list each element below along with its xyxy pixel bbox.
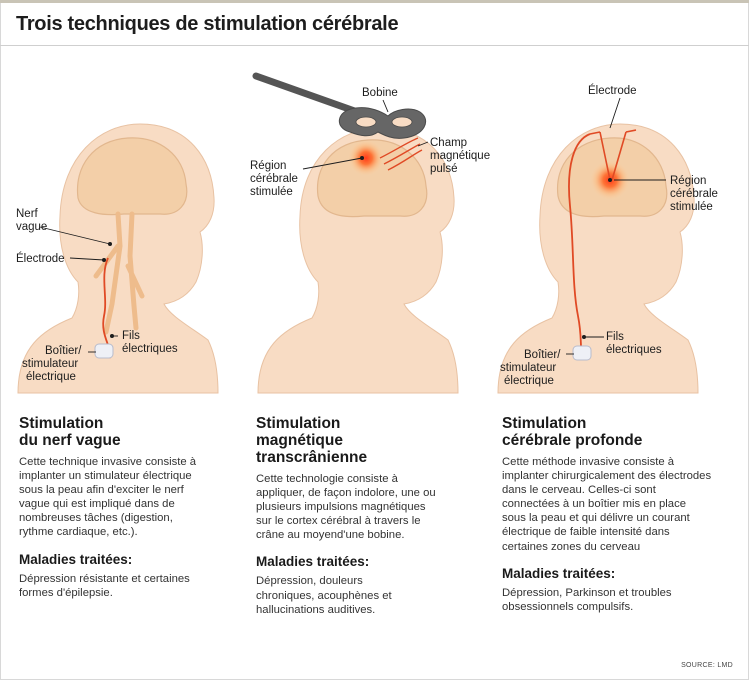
label-region-tms-2: cérébrale <box>250 173 298 185</box>
title-divider <box>0 45 749 46</box>
label-region-dbs-1: Région <box>670 175 706 187</box>
column-heading: Stimulation du nerf vague <box>19 415 121 449</box>
column-description: Cette technologie consiste à appliquer, … <box>256 473 436 542</box>
label-fils-3b: électriques <box>606 344 662 356</box>
tms-brain <box>316 139 428 218</box>
vagus-illustration: Nerf vague Électrode Fils électriques Bo… <box>16 123 219 394</box>
label-electrode-3: Électrode <box>588 84 637 97</box>
label-boitier-3c: électrique <box>504 375 554 387</box>
diseases-heading: Maladies traitées: <box>502 565 616 581</box>
label-boitier-3a: Boîtier/ <box>524 349 561 361</box>
column-vagus: Stimulation du nerf vague Cette techniqu… <box>19 415 244 600</box>
label-boitier-3b: stimulateur <box>500 362 556 374</box>
column-description: Cette technique invasive consiste à impl… <box>19 456 197 539</box>
column-dbs: Stimulation cérébrale profonde Cette mét… <box>502 415 727 614</box>
label-fils-1a: Fils <box>122 330 140 342</box>
diseases-heading: Maladies traitées: <box>256 554 370 570</box>
label-region-tms-1: Région <box>250 160 286 172</box>
label-champ-1: Champ <box>430 137 467 149</box>
page-title: Trois techniques de stimulation cérébral… <box>16 13 399 35</box>
label-bobine: Bobine <box>362 87 398 99</box>
vagus-stimulator-box <box>94 343 114 359</box>
diseases-text: Dépression, douleurs chroniques, acouphè… <box>256 575 392 616</box>
diseases-text: Dépression résistante et certaines forme… <box>19 572 190 599</box>
tms-magnetic-field <box>379 137 423 171</box>
vagus-nerve-trunk <box>93 211 145 335</box>
column-heading: Stimulation cérébrale profonde <box>502 415 643 449</box>
vagus-brain <box>76 137 188 216</box>
illustrations: Nerf vague Électrode Fils électriques Bo… <box>16 72 718 394</box>
label-boitier-1a: Boîtier/ <box>45 345 82 357</box>
tms-stimulated-region <box>348 140 384 176</box>
label-region-dbs-3: stimulée <box>670 201 713 213</box>
label-fils-3a: Fils <box>606 331 624 343</box>
label-region-tms-3: stimulée <box>250 186 293 198</box>
label-champ-3: pulsé <box>430 163 458 175</box>
label-region-dbs-2: cérébrale <box>670 188 718 200</box>
column-description: Cette méthode invasive consiste à implan… <box>502 456 712 553</box>
label-boitier-1c: électrique <box>26 371 76 383</box>
label-champ-2: magnétique <box>430 150 490 162</box>
dbs-stimulator-box <box>572 345 592 361</box>
column-heading: Stimulation magnétique transcrânienne <box>256 415 368 466</box>
label-fils-1b: électriques <box>122 343 178 355</box>
dbs-electrodes <box>589 129 637 181</box>
tms-illustration: Bobine Champ magnétique pulsé Région cér… <box>250 72 490 394</box>
diseases-text: Dépression, Parkinson et troubles obsess… <box>502 586 672 613</box>
source-credit: SOURCE: LMD <box>681 662 733 669</box>
dbs-lead-wire <box>568 133 591 357</box>
label-electrode-1: Électrode <box>16 252 65 265</box>
top-bar <box>0 0 749 3</box>
diseases-heading: Maladies traitées: <box>19 551 133 567</box>
column-tms: Stimulation magnétique transcrânienne Ce… <box>256 415 481 617</box>
label-nerf-vague-2: vague <box>16 221 47 233</box>
label-boitier-1b: stimulateur <box>22 358 78 370</box>
tms-coil <box>339 107 426 139</box>
label-nerf-vague-1: Nerf <box>16 208 39 220</box>
dbs-illustration: Électrode Région cérébrale stimulée Fils… <box>497 84 718 394</box>
